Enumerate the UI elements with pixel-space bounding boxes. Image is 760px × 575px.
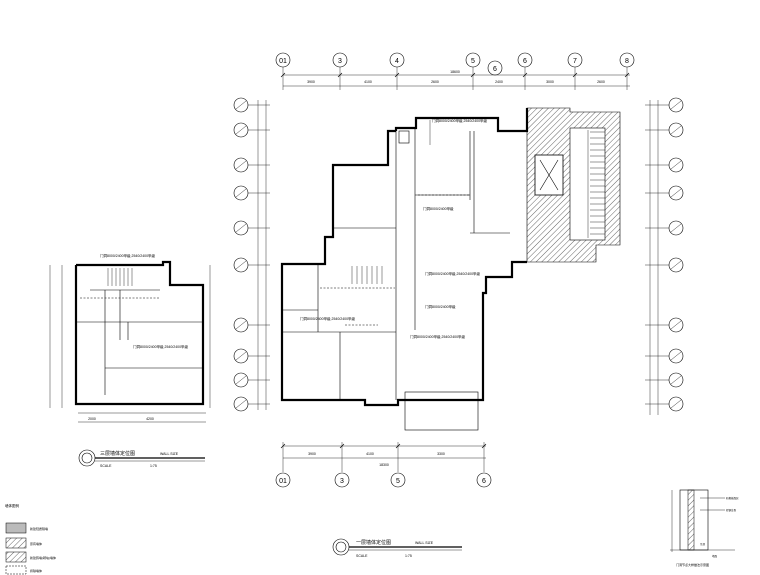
svg-text:1:75: 1:75 xyxy=(150,464,157,468)
top-axis-bubble-2: 3 xyxy=(332,52,348,68)
top-dim-6: 2600 xyxy=(597,80,605,84)
svg-text:吊顶: 吊顶 xyxy=(700,542,706,546)
left-note-1: 门洞8000/2400甲级,2540/2400甲级 xyxy=(100,253,156,258)
svg-text:WALL SIZE: WALL SIZE xyxy=(415,541,434,545)
top-dim-2: 4100 xyxy=(364,80,372,84)
svg-text:门洞8000/2400甲级: 门洞8000/2400甲级 xyxy=(423,206,454,211)
top-dim-total: 18600 xyxy=(450,70,460,74)
svg-text:新建砖墙(砌块)墙体: 新建砖墙(砌块)墙体 xyxy=(30,555,56,560)
top-axis: 01 3 4 5 6 7 8 6 3900 4100 2600 2400 300… xyxy=(275,52,635,90)
mid-axis-bubble: 6 xyxy=(487,60,503,76)
svg-text:3: 3 xyxy=(338,58,342,65)
legend-swatch-1 xyxy=(5,522,27,534)
svg-text:拆除墙体: 拆除墙体 xyxy=(30,568,42,573)
svg-text:一层墙体定位图: 一层墙体定位图 xyxy=(356,539,391,546)
top-axis-bubble-4: 5 xyxy=(465,52,481,68)
left-plan-dim-1: 2000 xyxy=(88,417,96,421)
svg-text:三层墙体定位图: 三层墙体定位图 xyxy=(100,450,135,457)
main-note-3: 门洞8000/2400甲级 xyxy=(425,304,456,309)
top-axis-bubble-1: 01 xyxy=(275,52,291,68)
top-axis-bubble-7: 8 xyxy=(619,52,635,68)
bottom-axis: 01 3 5 6 3900 4100 3300 18300 xyxy=(275,442,492,488)
svg-text:5: 5 xyxy=(471,58,475,65)
svg-text:6: 6 xyxy=(493,66,497,73)
svg-text:01: 01 xyxy=(279,478,287,485)
svg-text:7: 7 xyxy=(573,58,577,65)
svg-text:8: 8 xyxy=(625,58,629,65)
legend-swatch-2 xyxy=(5,537,27,549)
top-dim-1: 3900 xyxy=(307,80,315,84)
svg-text:6: 6 xyxy=(523,58,527,65)
bottom-dim-2: 4100 xyxy=(366,452,374,456)
top-dim-3: 2600 xyxy=(431,80,439,84)
svg-text:6: 6 xyxy=(482,478,486,485)
legend-swatch-3 xyxy=(5,551,27,563)
svg-text:SCALE: SCALE xyxy=(100,464,112,468)
bottom-dim-total: 18300 xyxy=(379,463,389,467)
bottom-axis-bubble-4: 6 xyxy=(476,472,492,488)
main-outer-wall xyxy=(394,108,529,133)
svg-text:门洞节点大样做法示意图: 门洞节点大样做法示意图 xyxy=(676,562,709,567)
svg-text:01: 01 xyxy=(279,58,287,65)
top-axis-bubble-3: 4 xyxy=(389,52,405,68)
bottom-axis-bubble-1: 01 xyxy=(275,472,291,488)
top-dim-5: 3000 xyxy=(546,80,554,84)
bottom-axis-bubble-2: 3 xyxy=(334,472,350,488)
svg-text:5: 5 xyxy=(396,478,400,485)
door-detail: 石膏板面层 轻钢龙骨 吊顶 地面 门洞节点大样做法示意图 xyxy=(670,489,739,567)
svg-text:地面: 地面 xyxy=(712,554,718,558)
svg-text:原有墙体: 原有墙体 xyxy=(30,541,42,546)
svg-text:4: 4 xyxy=(395,58,399,65)
svg-text:石膏板面层: 石膏板面层 xyxy=(726,496,739,500)
top-axis-bubble-6: 7 xyxy=(567,52,583,68)
bottom-dim-1: 3900 xyxy=(308,452,316,456)
svg-text:门洞8000/2400甲级,2540/2400甲级: 门洞8000/2400甲级,2540/2400甲级 xyxy=(410,334,466,339)
left-plan-dim-2: 4200 xyxy=(146,417,154,421)
left-floor-plan: 2000 4200 门洞8000/2400甲级,2540/2400甲级 门洞80… xyxy=(49,253,211,423)
svg-text:SCALE: SCALE xyxy=(356,554,368,558)
top-dim-4: 2400 xyxy=(495,80,503,84)
top-axis-bubble-5: 6 xyxy=(517,52,533,68)
main-plan-title: 一层墙体定位图 WALL SIZE SCALE 1:75 xyxy=(332,538,462,558)
left-note-2: 门洞8000/2400甲级,2540/2400甲级 xyxy=(133,344,189,349)
svg-text:新建轻质隔墙: 新建轻质隔墙 xyxy=(30,526,48,531)
svg-text:墙体图例: 墙体图例 xyxy=(5,503,19,508)
legend-swatch-4 xyxy=(5,565,27,575)
bottom-dim-3: 3300 xyxy=(437,452,445,456)
svg-text:WALL SIZE: WALL SIZE xyxy=(160,452,179,456)
main-note-2: 门洞8000/2400甲级,2540/2400甲级 xyxy=(425,271,481,276)
wall-legend: 墙体图例 新建轻质隔墙 原有墙体 新建砖墙(砌块)墙体 拆除墙体 xyxy=(5,503,56,575)
left-plan-title: 三层墙体定位图 WALL SIZE SCALE 1:75 xyxy=(78,449,205,468)
right-axis-column xyxy=(645,97,684,415)
svg-text:轻钢龙骨: 轻钢龙骨 xyxy=(726,508,737,512)
main-note-1: 门洞8000/2400甲级,2540/2400甲级 xyxy=(432,118,488,123)
left-axis-column xyxy=(233,97,270,412)
main-floor-plan: 门洞8000/2400甲级,2540/2400甲级 门洞8000/2400甲级,… xyxy=(280,107,621,431)
svg-text:1:75: 1:75 xyxy=(405,554,412,558)
svg-text:3: 3 xyxy=(340,478,344,485)
bottom-axis-bubble-3: 5 xyxy=(390,472,406,488)
svg-text:门洞8000/2400甲级,2540/2400甲级: 门洞8000/2400甲级,2540/2400甲级 xyxy=(300,316,356,321)
